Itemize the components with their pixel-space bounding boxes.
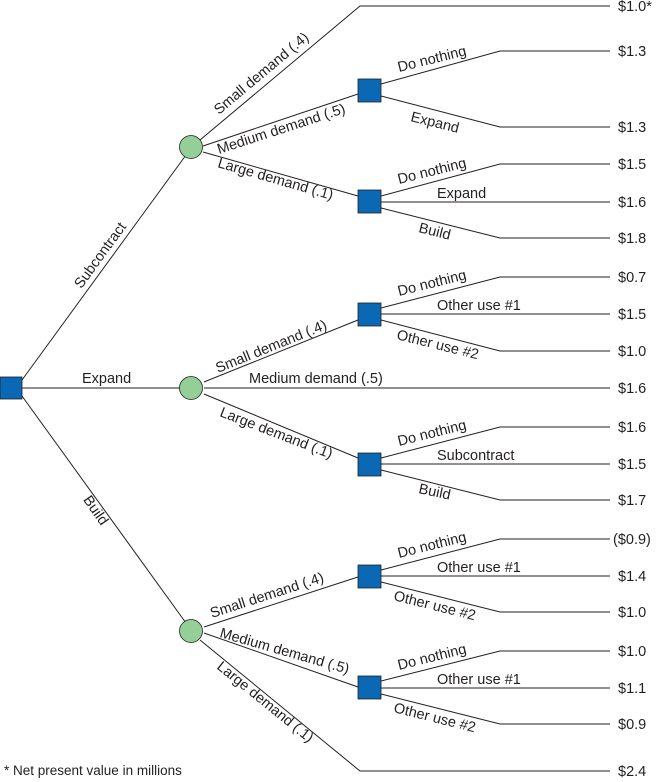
option-label-build-small-other-use-2: Other use #2: [392, 588, 477, 624]
option-label-build-small-other-use-1: Other use #1: [437, 560, 521, 576]
branch-label-expand: Expand: [82, 371, 131, 387]
decision-node-subcontract-medium: [357, 78, 382, 103]
branch-label-build: Build: [79, 493, 111, 529]
payoff-value: $1.8: [618, 231, 646, 247]
payoff-value: $2.4: [618, 764, 646, 780]
payoff-value: $1.6: [618, 381, 646, 397]
decision-node-build-medium: [357, 675, 382, 700]
chance-node-build: [179, 619, 203, 643]
option-label-expand-large-subcontract: Subcontract: [437, 448, 514, 464]
payoff-value: $1.0: [618, 605, 646, 621]
decision-node-build-small: [357, 564, 382, 589]
payoff-value: $1.1: [618, 681, 646, 697]
payoff-value: ($0.9): [613, 532, 651, 548]
payoff-value: $1.0: [618, 344, 646, 360]
option-label-subcontract-medium-do-nothing: Do nothing: [396, 43, 468, 75]
payoff-value: $0.7: [618, 270, 646, 286]
payoff-value: $1.5: [618, 157, 646, 173]
outcome-label-subcontract-small: Small demand (.4): [211, 30, 312, 118]
option-label-build-medium-do-nothing: Do nothing: [396, 641, 468, 673]
payoff-value: $1.6: [618, 195, 646, 211]
option-label-subcontract-large-expand: Expand: [437, 186, 486, 202]
payoff-value: $1.4: [618, 569, 646, 585]
branch-label-subcontract: Subcontract: [72, 220, 130, 292]
decision-node-expand-small: [357, 302, 382, 327]
outcome-label-subcontract-large: Large demand (.1): [216, 155, 335, 203]
payoff-value: $0.9: [618, 717, 646, 733]
option-label-subcontract-large-build: Build: [417, 220, 452, 243]
option-label-subcontract-medium-expand: Expand: [409, 109, 461, 136]
outcome-label-expand-small: Small demand (.4): [214, 317, 330, 376]
option-label-expand-small-other-use-2: Other use #2: [395, 327, 480, 363]
outcome-label-subcontract-medium: Medium demand (.5): [215, 101, 347, 158]
root-decision-node: [0, 376, 23, 400]
tree-lines: [21, 5, 610, 772]
option-label-build-medium-other-use-2: Other use #2: [392, 700, 477, 736]
payoff-value: $1.7: [618, 493, 646, 509]
payoff-value: $1.0*: [618, 0, 652, 15]
payoff-values: $1.0* $1.3 $1.3 $1.5 $1.6 $1.8 $0.7 $1.5…: [613, 0, 652, 780]
outcome-label-expand-medium: Medium demand (.5): [249, 371, 383, 387]
outcome-label-expand-large: Large demand (.1): [218, 405, 335, 463]
option-label-expand-large-build: Build: [417, 481, 452, 503]
outcome-label-build-small: Small demand (.4): [208, 570, 326, 622]
footnote: * Net present value in millions: [4, 763, 182, 778]
chance-node-subcontract: [179, 135, 203, 159]
option-label-expand-small-other-use-1: Other use #1: [437, 298, 521, 314]
payoff-value: $1.3: [618, 120, 646, 136]
payoff-value: $1.6: [618, 420, 646, 436]
decision-node-expand-large: [357, 452, 382, 477]
option-label-subcontract-large-do-nothing: Do nothing: [396, 155, 468, 187]
option-label-build-medium-other-use-1: Other use #1: [437, 672, 521, 688]
payoff-value: $1.0: [618, 644, 646, 660]
payoff-value: $1.3: [618, 44, 646, 60]
payoff-value: $1.5: [618, 307, 646, 323]
payoff-value: $1.5: [618, 457, 646, 473]
outcome-label-build-large: Large demand (.1): [213, 659, 316, 747]
decision-node-subcontract-large: [357, 189, 382, 214]
chance-node-expand: [179, 376, 203, 400]
